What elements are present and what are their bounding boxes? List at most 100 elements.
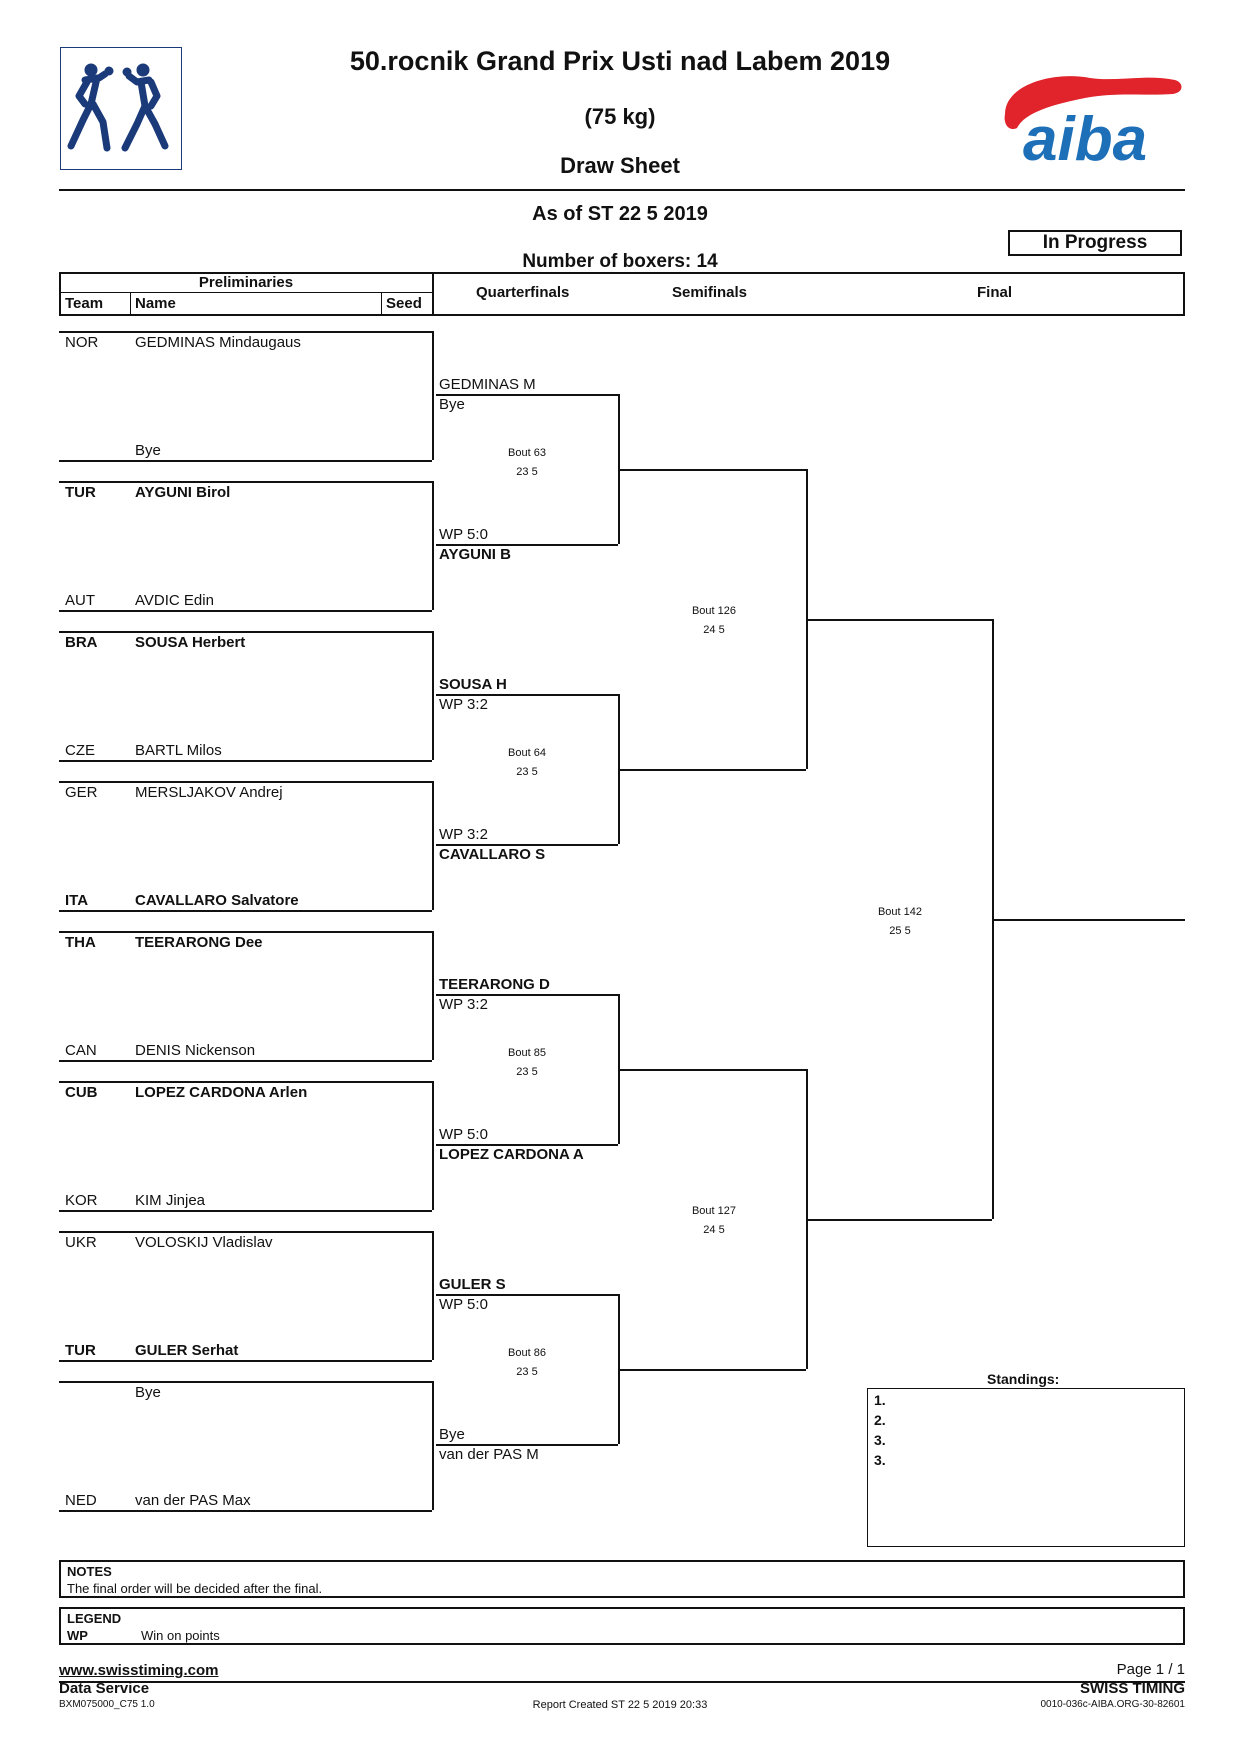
footer-website[interactable]: www.swisstiming.com — [59, 1662, 219, 1679]
entry-connector — [432, 1381, 434, 1510]
qf-bottom-name: van der PAS M — [439, 1446, 539, 1463]
qf-top-result: WP 5:0 — [439, 1296, 488, 1313]
entry-name: Bye — [135, 442, 161, 459]
entry-connector — [432, 331, 434, 460]
qf-bottom-name: AYGUNI B — [439, 546, 511, 563]
column-header — [59, 272, 1185, 316]
seed-header: Seed — [386, 295, 422, 312]
qf-bottom-line — [436, 1444, 618, 1446]
entry-name: GEDMINAS Mindaugaus — [135, 334, 301, 351]
entry-team: GER — [65, 784, 98, 801]
qf-bout-number: Bout 64 — [508, 747, 546, 759]
entry-team: UKR — [65, 1234, 97, 1251]
legend-title: LEGEND — [67, 1611, 122, 1626]
sf-bottom-line — [618, 769, 806, 771]
entry-team: ITA — [65, 892, 89, 909]
entry-top-line — [59, 481, 432, 483]
qf-bout-date: 23 5 — [516, 1366, 538, 1378]
footer-report: Report Created ST 22 5 2019 20:33 — [532, 1699, 708, 1711]
entry-team: NOR — [65, 334, 99, 351]
entry-name: AVDIC Edin — [135, 592, 214, 609]
qf-bottom-line — [436, 844, 618, 846]
page-title: 50.rocnik Grand Prix Usti nad Labem 2019 — [349, 46, 891, 76]
entry-team: THA — [65, 934, 96, 951]
entry-bottom-line — [59, 1210, 432, 1212]
final-bottom-line — [806, 1219, 992, 1221]
qf-top-line — [436, 694, 618, 696]
qf-bout-date: 23 5 — [516, 766, 538, 778]
qf-top-name: GULER S — [439, 1276, 506, 1293]
sf-bottom-line — [618, 1369, 806, 1371]
qf-bottom-line — [436, 1144, 618, 1146]
qf-bottom-line — [436, 544, 618, 546]
standing-3b: 3. — [874, 1452, 886, 1468]
footer-brand: SWISS TIMING — [1080, 1680, 1185, 1697]
entry-name: van der PAS Max — [135, 1492, 251, 1509]
qf-bottom-result: Bye — [439, 1426, 465, 1443]
entry-connector — [432, 1081, 434, 1210]
qf-top-name: TEERARONG D — [439, 976, 550, 993]
status-badge: In Progress — [1008, 230, 1182, 256]
footer-page: Page 1 / 1 — [1116, 1661, 1185, 1678]
document-type: Draw Sheet — [560, 153, 680, 178]
legend-box: LEGEND WP Win on points — [59, 1607, 1185, 1645]
entry-name: CAVALLARO Salvatore — [135, 892, 299, 909]
sf-bout-date: 24 5 — [703, 1224, 725, 1236]
final-header: Final — [977, 284, 1013, 301]
final-top-line — [806, 619, 992, 621]
legend-code: WP — [67, 1628, 88, 1643]
aiba-logo-text: aiba — [1023, 105, 1147, 166]
entry-connector — [432, 481, 434, 610]
entry-top-line — [59, 1081, 432, 1083]
qf-top-line — [436, 394, 618, 396]
aiba-logo: aiba — [995, 66, 1185, 166]
boxers-count: Number of boxers: 14 — [522, 251, 718, 272]
preliminaries-header: Preliminaries — [198, 274, 294, 291]
qf-bout-number: Bout 86 — [508, 1347, 546, 1359]
entry-team: NED — [65, 1492, 97, 1509]
sf-bout-date: 24 5 — [703, 624, 725, 636]
footer-code: BXM075000_C75 1.0 — [59, 1699, 155, 1710]
entry-bottom-line — [59, 460, 432, 462]
entry-top-line — [59, 1231, 432, 1233]
qf-top-name: GEDMINAS M — [439, 376, 536, 393]
as-of-date: As of ST 22 5 2019 — [532, 203, 708, 225]
qf-bout-date: 23 5 — [516, 1066, 538, 1078]
entry-bottom-line — [59, 610, 432, 612]
title-divider — [59, 189, 1185, 191]
entry-name: GULER Serhat — [135, 1342, 239, 1359]
entry-connector — [432, 1231, 434, 1360]
entry-team: CZE — [65, 742, 95, 759]
entry-team: KOR — [65, 1192, 98, 1209]
qf-bottom-result: WP 5:0 — [439, 1126, 488, 1143]
entry-top-line — [59, 781, 432, 783]
entry-name: DENIS Nickenson — [135, 1042, 256, 1059]
standing-1: 1. — [874, 1392, 886, 1408]
notes-text: The final order will be decided after th… — [67, 1581, 323, 1596]
sf-bout-number: Bout 126 — [691, 605, 737, 617]
legend-desc: Win on points — [141, 1628, 220, 1643]
entry-bottom-line — [59, 760, 432, 762]
entry-team: CAN — [65, 1042, 97, 1059]
qf-bout-date: 23 5 — [516, 466, 538, 478]
qf-bottom-result: WP 5:0 — [439, 526, 488, 543]
entry-connector — [432, 781, 434, 910]
qf-top-result: WP 3:2 — [439, 696, 488, 713]
final-bout-date: 25 5 — [889, 925, 911, 937]
qf-top-line — [436, 994, 618, 996]
standings-title: Standings: — [987, 1371, 1060, 1387]
standings-box: 1. 2. 3. 3. — [867, 1388, 1185, 1547]
qf-bottom-result: WP 3:2 — [439, 826, 488, 843]
entry-name: LOPEZ CARDONA Arlen — [135, 1084, 308, 1101]
boxing-logo — [60, 47, 182, 170]
qf-bottom-name: LOPEZ CARDONA A — [439, 1146, 584, 1163]
qf-top-result: Bye — [439, 396, 465, 413]
qf-bottom-name: CAVALLARO S — [439, 846, 546, 863]
entry-team: TUR — [65, 1342, 96, 1359]
entry-name: BARTL Milos — [135, 742, 222, 759]
sf-top-line — [618, 469, 806, 471]
standing-2: 2. — [874, 1412, 886, 1428]
notes-box: NOTES The final order will be decided af… — [59, 1560, 1185, 1598]
footer-doc-id: 0010-036c-AIBA.ORG-30-82601 — [1040, 1699, 1185, 1710]
name-header: Name — [135, 295, 176, 312]
